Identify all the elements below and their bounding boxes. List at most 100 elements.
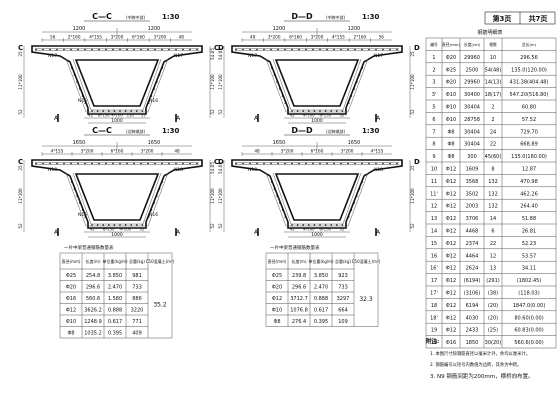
rebar-dot	[161, 162, 163, 165]
table-cell: 300	[467, 154, 477, 160]
table-cell: 16'	[430, 266, 438, 272]
rebar-dot	[156, 195, 158, 197]
rebar-dot	[356, 195, 358, 197]
note-item-1: 1. 本图尺寸除钢筋直径以毫米计外，余均以厘米计。	[430, 350, 530, 357]
rebar-dot	[147, 102, 150, 104]
table-cell: Φ12	[446, 328, 456, 334]
table-cell: 1076.8	[290, 308, 308, 314]
top-row-dim: 48	[254, 149, 260, 154]
table-cell: Φ10	[446, 105, 456, 111]
table-cell: 132	[488, 191, 498, 197]
rebar-dot	[42, 162, 44, 165]
notes-block: 附注: 1. 本图尺寸除钢筋直径以毫米计外，余均以厘米计。 2. 钢筋编号以括号…	[426, 337, 534, 380]
rebar-dot	[312, 162, 314, 165]
rebar-dot	[382, 48, 384, 51]
table-cell: 29960	[464, 55, 480, 61]
table-cell: 981	[132, 273, 142, 279]
table-cell: 135.0(120.00)	[511, 67, 547, 73]
rebar-dot	[145, 223, 147, 225]
right-dim-label: 54.05	[210, 162, 215, 174]
rebar-dot	[268, 174, 270, 176]
left-dim-label: 54.05	[218, 162, 223, 174]
table-cell: (38)	[488, 291, 498, 297]
rebar-dot	[113, 110, 116, 112]
web-rebar-line	[272, 172, 362, 225]
rebar-dot	[256, 162, 258, 165]
top-dim-label: 1200	[73, 26, 86, 32]
rebar-dot	[336, 224, 338, 226]
rebar-dot	[196, 162, 198, 165]
rebar-dot	[279, 88, 281, 90]
rebar-dot	[189, 48, 191, 51]
table-cell: 3712.7	[290, 296, 308, 302]
table-cell: 3	[432, 80, 435, 86]
rebar-dot	[124, 110, 127, 112]
table-cell: 3.850	[314, 273, 328, 279]
bottom-row-dim: 6*150	[103, 227, 115, 232]
rebar-dot	[42, 48, 44, 51]
table-cell: 1.580	[108, 296, 122, 302]
table-cell: 17	[431, 278, 437, 284]
top-row-dim: 2*160	[68, 35, 81, 40]
table-cell: Φ16	[446, 340, 456, 346]
table-cell: 15	[431, 241, 437, 247]
table-cell: 4468	[466, 229, 479, 235]
bottom-row-dim: 52	[339, 113, 344, 118]
table-border	[59, 252, 173, 339]
rebar-dot	[308, 224, 310, 226]
bottom-row-dim: 6*150	[319, 227, 331, 232]
table-cell: 45(60)	[485, 154, 502, 160]
rebar-dot	[353, 88, 355, 90]
table-header: 总长(m)	[522, 42, 537, 47]
cut-label: C	[214, 44, 219, 52]
table-cell: 3626.2	[84, 308, 102, 314]
table-cell: (6194)	[464, 278, 481, 284]
right-dim-label: 25	[410, 51, 415, 57]
rebar-dot	[140, 48, 142, 51]
rebar-dot	[79, 202, 81, 204]
table-cell: 22	[490, 241, 496, 247]
bottom-row-dim: 42	[290, 113, 295, 118]
rebar-dot	[84, 102, 87, 104]
girder-inner-void	[74, 173, 160, 221]
rebar-dot	[147, 216, 150, 218]
table-cell: 16	[431, 253, 437, 259]
rebar-dot	[98, 162, 100, 165]
rebar-dot	[324, 110, 327, 112]
rebar-dot	[119, 162, 121, 165]
girder-outer-edge	[231, 45, 403, 115]
web-rebar-line	[72, 58, 162, 111]
rebar-dot	[396, 162, 398, 165]
rebar-dot	[298, 48, 300, 51]
rebar-dot	[242, 162, 244, 165]
table-cell: Φ12	[446, 167, 456, 173]
rebar-dot	[96, 110, 99, 112]
table-cell: 132	[488, 204, 498, 210]
rebar-dot	[354, 48, 356, 51]
table-cell: Φ8	[447, 142, 454, 148]
rebar-dot	[353, 202, 355, 204]
rebar-dot	[147, 48, 149, 51]
table-cell: 547.20(516.80)	[510, 92, 549, 98]
cut-label: A	[254, 229, 259, 236]
section-subtitle: (边跨端部)	[326, 128, 346, 134]
table-cell: 0.888	[108, 308, 122, 314]
rebar-dot	[141, 224, 144, 226]
cut-label: A	[376, 229, 381, 236]
rebar-dot	[302, 110, 304, 112]
rebar-dot	[375, 162, 377, 165]
table-cell: Φ25	[66, 273, 76, 279]
table-cell: 4030	[466, 315, 479, 321]
top-dim-label-right: 1650	[148, 140, 161, 146]
left-dim-label: 11*100	[218, 74, 223, 90]
rebar-dot	[336, 110, 338, 112]
bottom-row-dim: 52	[139, 227, 144, 232]
rebar-dot	[87, 223, 89, 225]
